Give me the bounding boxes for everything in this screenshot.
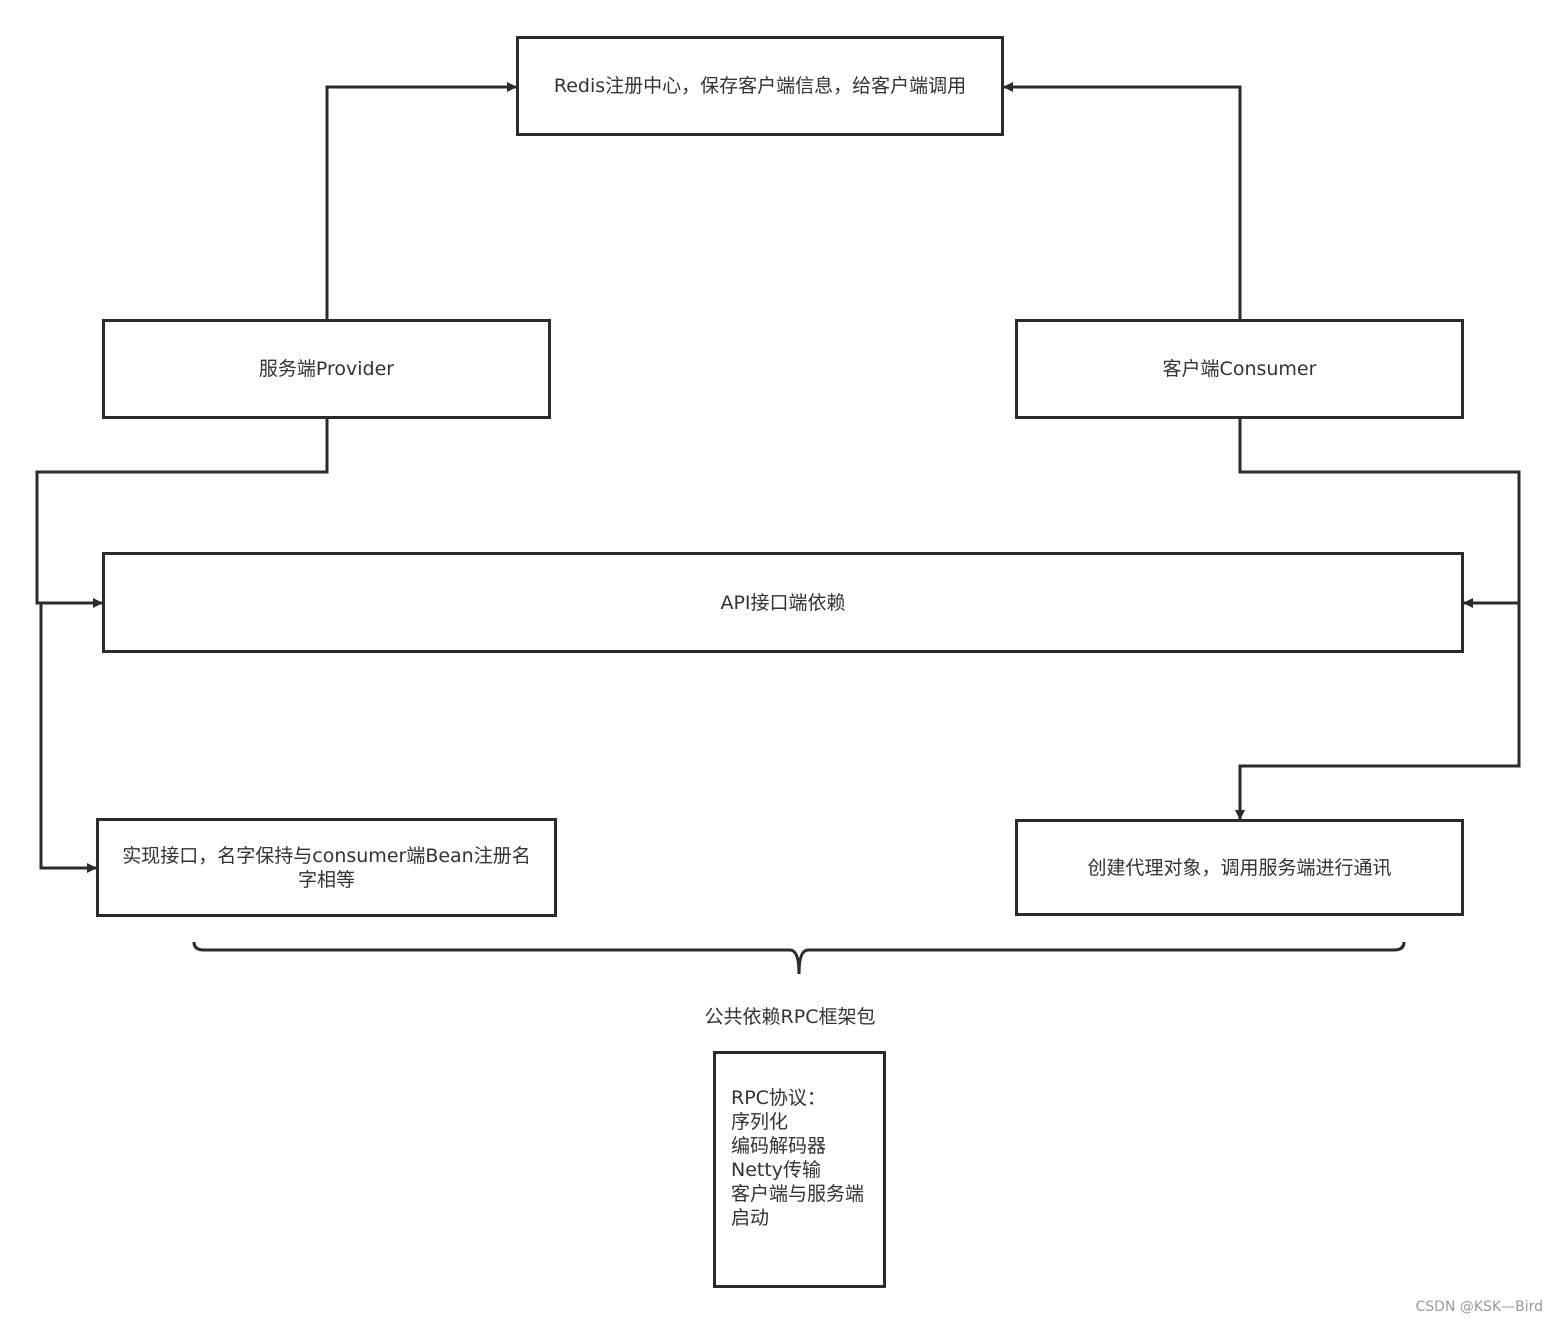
redis-registry-box: Redis注册中心，保存客户端信息，给客户端调用	[516, 36, 1004, 136]
watermark: CSDN @KSK—Bird	[1415, 1299, 1543, 1315]
provider-label: 服务端Provider	[258, 358, 395, 380]
consumer-label: 客户端Consumer	[1162, 358, 1317, 380]
rpc-protocol-line: RPC协议：	[731, 1087, 826, 1109]
arrow-provider-to-impl	[39, 603, 97, 873]
rpc-protocol-line: 启动	[731, 1207, 770, 1229]
rpc-protocol-line: 客户端与服务端	[731, 1183, 865, 1205]
arrow-provider-to-redis	[325, 82, 517, 319]
interface-impl-label-line1: 实现接口，名字保持与consumer端Bean注册名	[122, 844, 531, 867]
arrow-consumer-to-api	[1238, 419, 1521, 608]
curly-brace	[192, 941, 1406, 975]
rpc-protocol-box: RPC协议： 序列化 编码解码器 Netty传输 客户端与服务端 启动	[713, 1051, 886, 1288]
provider-box: 服务端Provider	[102, 319, 551, 419]
api-dependency-box: API接口端依赖	[102, 552, 1464, 653]
rpc-protocol-line: 编码解码器	[731, 1135, 827, 1157]
arrow-provider-to-api	[35, 419, 329, 608]
redis-registry-label: Redis注册中心，保存客户端信息，给客户端调用	[553, 75, 967, 97]
interface-impl-box: 实现接口，名字保持与consumer端Bean注册名 字相等	[96, 818, 557, 917]
rpc-protocol-list: RPC协议： 序列化 编码解码器 Netty传输 客户端与服务端 启动	[731, 1086, 864, 1230]
arrow-consumer-to-redis	[1003, 82, 1242, 319]
arrow-consumer-to-proxy	[1235, 603, 1521, 820]
api-dependency-label: API接口端依赖	[720, 591, 846, 614]
consumer-box: 客户端Consumer	[1015, 319, 1464, 419]
interface-impl-label-line2: 字相等	[297, 868, 355, 891]
proxy-object-box: 创建代理对象，调用服务端进行通讯	[1015, 819, 1464, 916]
rpc-protocol-line: 序列化	[731, 1111, 789, 1133]
rpc-protocol-line: Netty传输	[731, 1159, 822, 1181]
proxy-object-label: 创建代理对象，调用服务端进行通讯	[1087, 856, 1392, 879]
common-rpc-package-label: 公共依赖RPC框架包	[704, 1006, 876, 1028]
